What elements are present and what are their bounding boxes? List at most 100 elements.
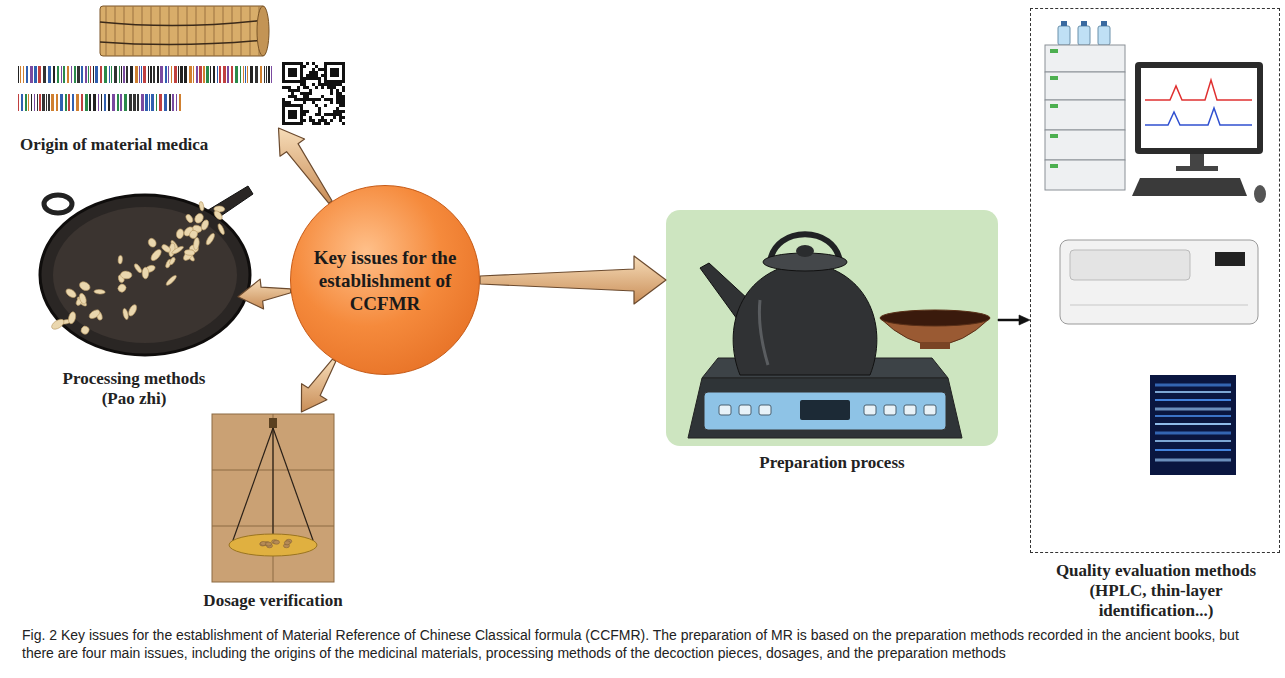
herb-piece bbox=[266, 542, 272, 546]
cooker-button bbox=[884, 405, 896, 415]
connector-arrow bbox=[279, 128, 333, 203]
barcode-bar bbox=[219, 66, 221, 83]
caption-text: Fig. 2 Key issues for the establishment … bbox=[22, 626, 1262, 662]
barcode-bar bbox=[121, 66, 122, 83]
qr-cell bbox=[294, 80, 297, 83]
barcode-bar bbox=[189, 66, 192, 83]
herb-slice bbox=[118, 255, 123, 264]
herb-slice bbox=[78, 292, 87, 304]
herb-piece bbox=[284, 541, 290, 545]
barcode-bar bbox=[72, 94, 74, 111]
qr-cell bbox=[327, 83, 330, 86]
kettle-highlight bbox=[759, 300, 768, 365]
qr-cell bbox=[333, 71, 336, 74]
qr-cell bbox=[291, 71, 294, 74]
qr-cell bbox=[318, 98, 321, 101]
barcode-bar bbox=[141, 94, 144, 111]
qr-cell bbox=[315, 86, 318, 89]
cooker-button bbox=[904, 405, 916, 415]
qr-cell bbox=[312, 71, 315, 74]
cooker-panel bbox=[704, 392, 946, 430]
scroll-slat bbox=[187, 6, 188, 56]
qr-cell bbox=[324, 83, 327, 86]
barcode-bar bbox=[223, 66, 226, 83]
barcode-bar bbox=[160, 66, 163, 83]
barcode-bar bbox=[112, 94, 115, 111]
qr-cell bbox=[309, 71, 312, 74]
qr-cell bbox=[282, 113, 285, 116]
barcode-bar bbox=[81, 66, 83, 83]
qr-cell bbox=[288, 74, 291, 77]
qr-cell bbox=[282, 107, 285, 110]
qr-cell bbox=[300, 65, 303, 68]
barcode-bar bbox=[57, 66, 59, 83]
qr-cell bbox=[288, 80, 291, 83]
qr-cell bbox=[342, 77, 345, 80]
qr-cell bbox=[342, 80, 345, 83]
qr-cell bbox=[282, 101, 285, 104]
barcode-bar bbox=[266, 66, 267, 83]
qr-cell bbox=[294, 98, 297, 101]
tlc-band bbox=[1155, 432, 1231, 435]
scroll-slat bbox=[160, 6, 161, 56]
herb-slice bbox=[217, 223, 226, 235]
barcode-bar bbox=[260, 66, 262, 83]
qr-cell bbox=[294, 71, 297, 74]
tlc-band bbox=[1155, 384, 1231, 387]
qr-cell bbox=[342, 116, 345, 119]
qr-cell bbox=[324, 119, 327, 122]
qr-cell bbox=[342, 98, 345, 101]
scroll-tie bbox=[100, 20, 265, 26]
qr-cell bbox=[288, 89, 291, 92]
qr-cell bbox=[297, 89, 300, 92]
qr-cell bbox=[339, 95, 342, 98]
qr-cell bbox=[339, 113, 342, 116]
qr-cell bbox=[282, 65, 285, 68]
node-label: Dosage verification bbox=[173, 591, 373, 611]
qr-cell bbox=[288, 110, 291, 113]
qr-cell bbox=[285, 86, 288, 89]
wok-inner bbox=[53, 207, 237, 343]
qr-cell bbox=[330, 101, 333, 104]
wok-illustration bbox=[40, 186, 253, 355]
qr-cell bbox=[294, 104, 297, 107]
qr-cell bbox=[303, 110, 306, 113]
qr-cell bbox=[315, 122, 318, 125]
label-group: Quality evaluation methods (HPLC, thin-l… bbox=[1049, 561, 1264, 621]
qr-cell bbox=[333, 74, 336, 77]
monitor-base bbox=[1176, 166, 1218, 171]
scroll-slat bbox=[115, 6, 116, 56]
solvent-bottle bbox=[1098, 26, 1110, 45]
qr-cell bbox=[282, 119, 285, 122]
herb-slice bbox=[147, 237, 158, 249]
qr-cell bbox=[339, 92, 342, 95]
qr-cell bbox=[333, 86, 336, 89]
qr-cell bbox=[285, 80, 288, 83]
connector-arrow bbox=[998, 315, 1030, 325]
quality-box: Quality evaluation methods (HPLC, thin-l… bbox=[1030, 8, 1280, 553]
qr-cell bbox=[303, 77, 306, 80]
qr-cell bbox=[300, 113, 303, 116]
qr-cell bbox=[300, 116, 303, 119]
qr-cell bbox=[336, 71, 339, 74]
barcode-bar bbox=[247, 66, 248, 83]
barcode-bar bbox=[153, 66, 155, 83]
herb-slice bbox=[67, 311, 76, 324]
cooker-body bbox=[688, 378, 962, 438]
qr-cell bbox=[312, 74, 315, 77]
qr-cell bbox=[291, 116, 294, 119]
qr-cell bbox=[303, 113, 306, 116]
barcode-bar bbox=[104, 94, 106, 111]
spectrometer-line bbox=[1070, 305, 1248, 306]
qr-cell bbox=[282, 116, 285, 119]
cooker-button bbox=[864, 405, 876, 415]
barcode-bar bbox=[74, 66, 76, 83]
barcode-bar bbox=[171, 66, 172, 83]
material-origin-node: Origin of material medica bbox=[15, 0, 350, 128]
qr-cell bbox=[318, 110, 321, 113]
hplc-light bbox=[1050, 134, 1058, 138]
preparation-ground bbox=[666, 210, 998, 446]
qr-cell bbox=[300, 107, 303, 110]
solvent-bottle bbox=[1058, 26, 1070, 45]
